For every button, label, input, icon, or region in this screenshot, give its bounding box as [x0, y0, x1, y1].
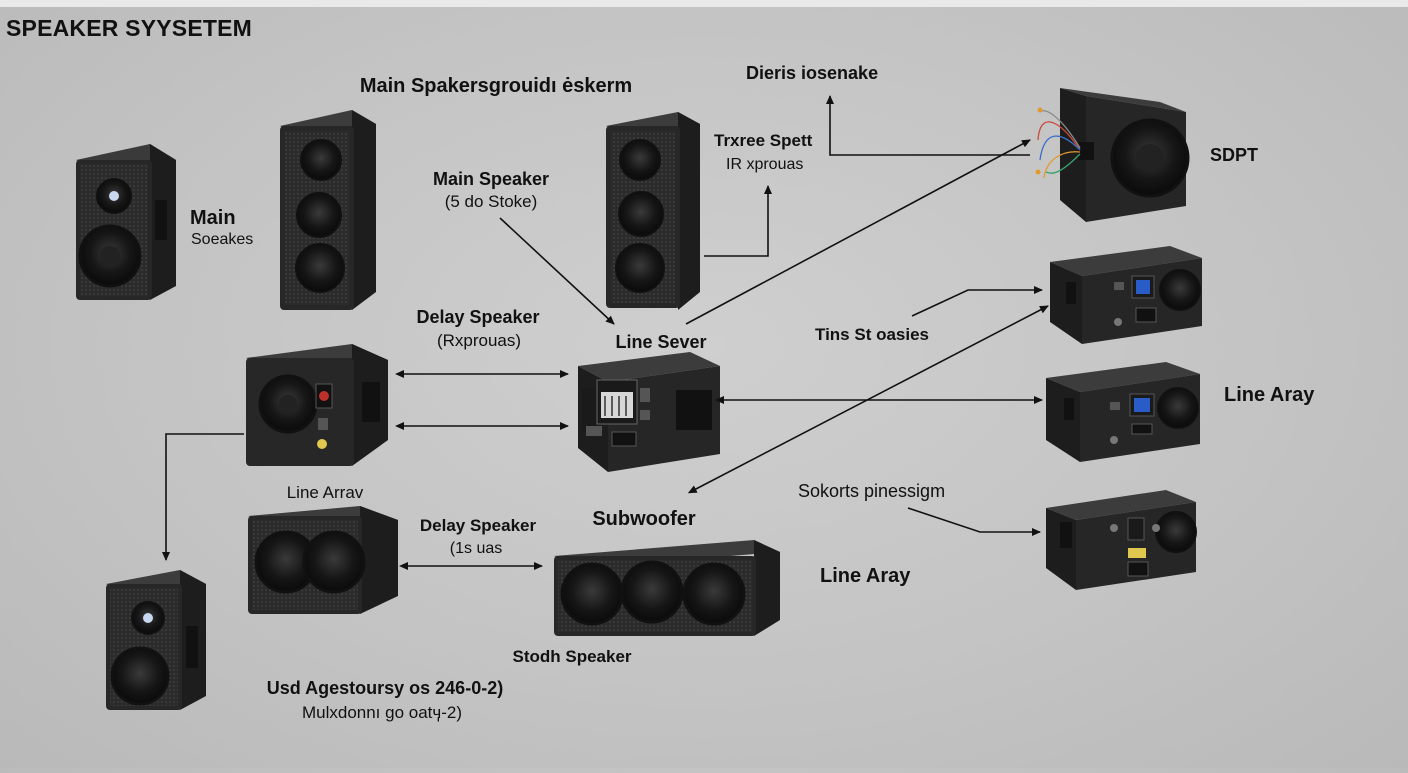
line-sever-label: Line Sever — [615, 332, 707, 352]
arrow-icon — [704, 185, 772, 257]
arrow-icon — [499, 217, 615, 325]
line-aray-amplifier-1-icon — [1050, 246, 1202, 344]
main-speaker-tall-center-icon — [606, 112, 700, 310]
arrow-icon — [685, 139, 1031, 325]
main-left-speaker-icon — [76, 144, 176, 300]
delay-speaker-label: Delay Speaker — [416, 307, 540, 327]
usd-speaker-icon — [106, 570, 206, 710]
delay-speaker-sub-label: (Rxprouas) — [436, 331, 522, 350]
tins-label: Tins St oasies — [815, 325, 930, 344]
arrow-icon — [826, 95, 1030, 156]
line-arrav-speaker-icon — [248, 506, 398, 614]
line-arrav-label: Line Arrav — [286, 483, 364, 502]
stodh-speaker-label: Stodh Speaker — [512, 647, 632, 666]
connection-arrows — [162, 95, 1049, 570]
line-aray-right-label: Line Aray — [1224, 384, 1315, 406]
delay-speaker-icon — [246, 344, 388, 466]
arrow-icon — [907, 507, 1041, 536]
top-right-label: Dieris iosenake — [746, 63, 879, 83]
main-left-label: Main — [190, 207, 236, 229]
subwoofer-label: Subwoofer — [592, 508, 696, 530]
arrow-icon — [162, 433, 244, 561]
trxree-sub-label: IR xprouas — [726, 156, 804, 173]
sdpt-label: SDPT — [1210, 145, 1259, 165]
arrow-icon — [911, 286, 1043, 317]
line-sever-amplifier-icon — [578, 352, 720, 472]
delay-speaker-2-sub-label: (1s uas — [449, 540, 503, 557]
diagram-title: SPEAKER SYYSETEM — [6, 15, 253, 41]
main-header-label: Main Spakersgrouidı ėskerm — [359, 75, 633, 97]
trxree-label: Trxree Spett — [714, 131, 813, 150]
delay-speaker-2-label: Delay Speaker — [419, 516, 537, 535]
usd-label: Usd Agestoursy os 246-0-2) — [266, 678, 504, 698]
line-aray-amplifier-3-icon — [1046, 490, 1197, 590]
line-aray-bottom-label: Line Aray — [820, 565, 911, 587]
line-aray-amplifier-2-icon — [1046, 362, 1200, 462]
subwoofer-icon — [554, 540, 780, 636]
main-speaker-label: Main Speaker — [432, 169, 550, 189]
main-left-sub-label: Soeakes — [191, 231, 254, 248]
main-speaker-tall-left-icon — [280, 110, 376, 310]
sdpt-speaker-icon — [1060, 88, 1190, 222]
arrow-icon — [687, 305, 1049, 494]
main-speaker-sub-label: (5 do Stoke) — [444, 192, 538, 211]
sokorts-label: Sokorts pinessigm — [798, 481, 946, 501]
cable-bundle-icon — [1035, 107, 1081, 179]
usd-sub-label: Mulxdonnı go oatӌ-2) — [301, 703, 463, 722]
